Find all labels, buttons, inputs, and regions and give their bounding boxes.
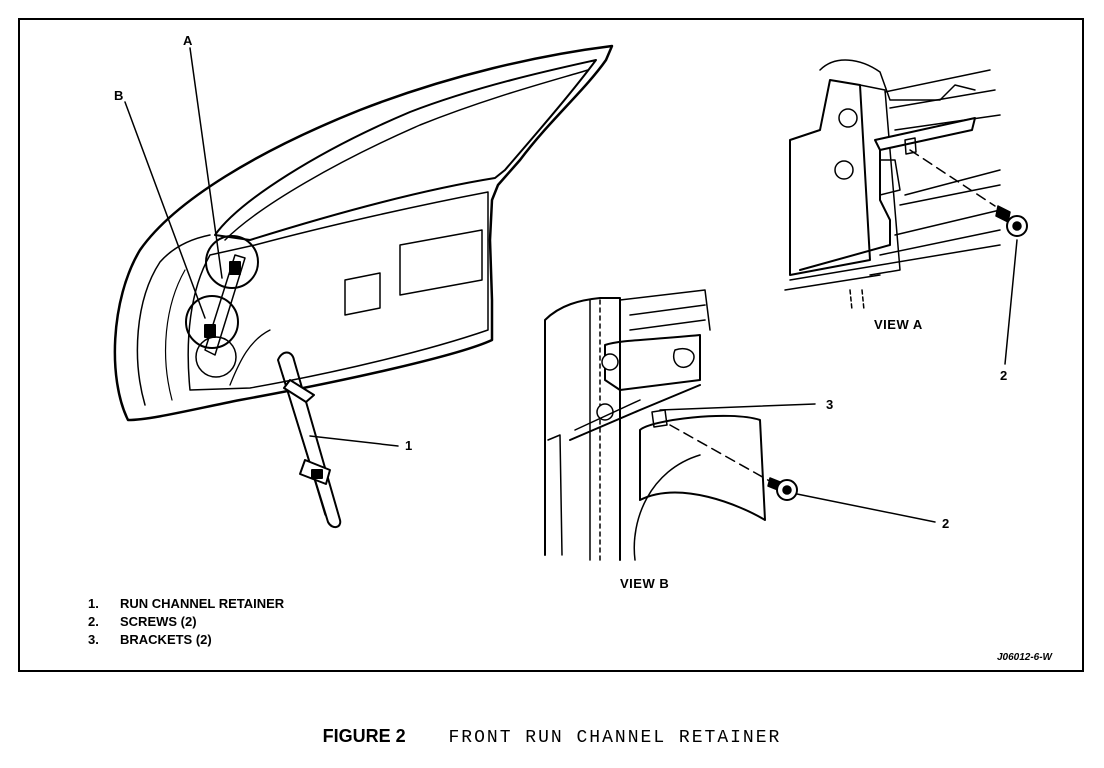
callout-2-view-b: 2 <box>942 516 950 531</box>
figure-title: FRONT RUN CHANNEL RETAINER <box>448 728 782 748</box>
view-b-label: VIEW B <box>620 576 670 591</box>
figure-caption: FIGURE 2 FRONT RUN CHANNEL RETAINER <box>0 726 1104 748</box>
part-code: J06012-6-W <box>996 652 1052 663</box>
detail-circle-b <box>185 295 239 349</box>
legend-item: 1. RUN CHANNEL RETAINER <box>88 595 284 613</box>
door-assembly <box>113 44 614 422</box>
legend-number: 3. <box>88 632 99 647</box>
detail-circle-a <box>205 235 259 289</box>
callout-2-view-a: 2 <box>1000 368 1008 383</box>
leader-view-b-2 <box>796 493 936 523</box>
leader-a <box>189 47 223 279</box>
leader-view-b-3 <box>659 403 816 411</box>
panel-cutout-2 <box>344 272 381 316</box>
callout-3-view-b: 3 <box>826 397 834 412</box>
legend-text: BRACKETS (2) <box>120 632 212 647</box>
legend-text: SCREWS (2) <box>120 614 197 629</box>
legend-item: 3. BRACKETS (2) <box>88 631 284 649</box>
leader-1 <box>309 435 399 447</box>
leader-view-a-2 <box>1004 239 1018 365</box>
panel-cutout-1 <box>399 229 483 296</box>
diagram-frame <box>18 18 1084 672</box>
inner-door-panel <box>187 191 489 391</box>
callout-a: A <box>183 33 193 48</box>
callout-b: B <box>114 88 124 103</box>
legend-text: RUN CHANNEL RETAINER <box>120 596 285 611</box>
callout-1: 1 <box>405 438 413 453</box>
legend-item: 2. SCREWS (2) <box>88 613 284 631</box>
leader-b <box>124 101 206 319</box>
run-channel-retainer <box>277 351 342 528</box>
view-a-label: VIEW A <box>874 317 923 332</box>
parts-legend: 1. RUN CHANNEL RETAINER 2. SCREWS (2) 3.… <box>88 595 284 649</box>
legend-number: 1. <box>88 596 99 611</box>
view-b-illustration <box>544 289 936 561</box>
door-outer-frame <box>113 44 614 422</box>
view-a-illustration <box>784 59 1028 365</box>
figure-number: FIGURE 2 <box>322 726 406 746</box>
legend-number: 2. <box>88 614 99 629</box>
window-opening <box>214 59 597 241</box>
